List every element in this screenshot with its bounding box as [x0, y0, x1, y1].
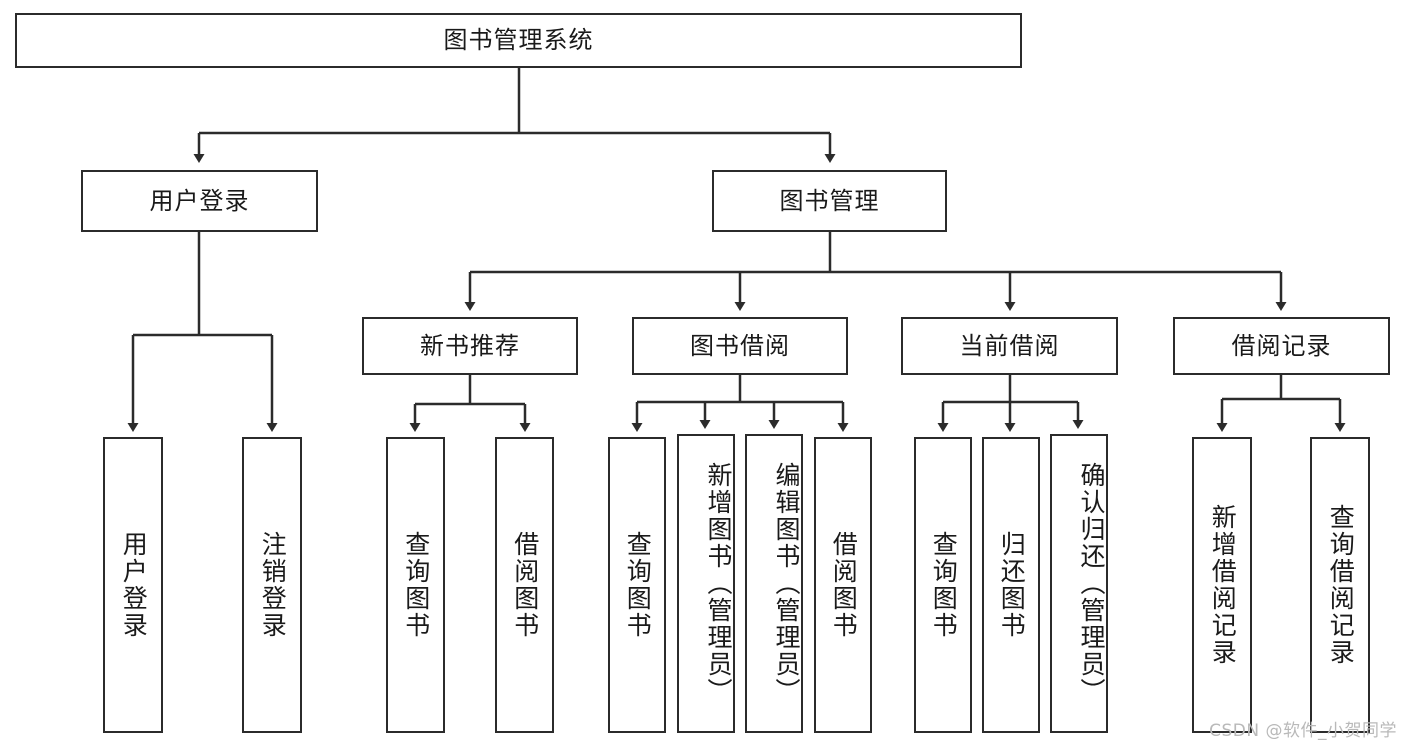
node-new-book-recommend[interactable]: 新书推荐 — [362, 317, 578, 375]
node-book-manage-label: 图书管理 — [779, 186, 880, 215]
node-leaf-logout-login[interactable]: 注销登录 — [242, 437, 302, 733]
node-leaf-query-book-2[interactable]: 查询图书 — [608, 437, 666, 733]
node-leaf-query-book-3-label: 查询图书 — [929, 531, 959, 639]
node-leaf-logout-login-label: 注销登录 — [258, 531, 288, 639]
node-leaf-query-book-3[interactable]: 查询图书 — [914, 437, 972, 733]
node-root-label: 图书管理系统 — [443, 26, 594, 55]
node-leaf-confirm-return-label: 确认归还（管理员） — [1077, 462, 1106, 705]
node-leaf-borrow-book-2-label: 借阅图书 — [829, 531, 859, 639]
node-leaf-user-login-label: 用户登录 — [119, 531, 149, 639]
node-leaf-query-borrow-record-label: 查询借阅记录 — [1326, 504, 1356, 666]
node-leaf-edit-book[interactable]: 编辑图书（管理员） — [745, 434, 803, 733]
node-leaf-query-book-1[interactable]: 查询图书 — [386, 437, 445, 733]
node-leaf-query-borrow-record[interactable]: 查询借阅记录 — [1310, 437, 1370, 733]
node-leaf-return-book[interactable]: 归还图书 — [982, 437, 1040, 733]
node-leaf-confirm-return[interactable]: 确认归还（管理员） — [1050, 434, 1108, 733]
node-user-login-label: 用户登录 — [149, 186, 250, 215]
node-leaf-borrow-book-1[interactable]: 借阅图书 — [495, 437, 554, 733]
node-leaf-return-book-label: 归还图书 — [997, 531, 1027, 639]
node-borrow-record[interactable]: 借阅记录 — [1173, 317, 1390, 375]
node-leaf-borrow-book-1-label: 借阅图书 — [510, 531, 540, 639]
node-leaf-add-borrow-record-label: 新增借阅记录 — [1208, 504, 1238, 666]
node-book-borrow-label: 图书借阅 — [690, 331, 790, 360]
node-leaf-query-book-2-label: 查询图书 — [623, 531, 653, 639]
node-leaf-query-book-1-label: 查询图书 — [401, 531, 431, 639]
node-current-borrow-label: 当前借阅 — [959, 331, 1060, 360]
csdn-watermark: CSDN @软件_小贺同学 — [1209, 721, 1397, 741]
node-leaf-borrow-book-2[interactable]: 借阅图书 — [814, 437, 872, 733]
node-leaf-add-borrow-record[interactable]: 新增借阅记录 — [1192, 437, 1252, 733]
node-book-borrow[interactable]: 图书借阅 — [632, 317, 848, 375]
node-user-login[interactable]: 用户登录 — [81, 170, 318, 232]
node-new-book-recommend-label: 新书推荐 — [420, 331, 520, 360]
node-root[interactable]: 图书管理系统 — [15, 13, 1022, 68]
node-leaf-add-book-label: 新增图书（管理员） — [704, 462, 733, 705]
node-borrow-record-label: 借阅记录 — [1231, 331, 1332, 360]
node-book-manage[interactable]: 图书管理 — [712, 170, 947, 232]
node-current-borrow[interactable]: 当前借阅 — [901, 317, 1118, 375]
node-leaf-edit-book-label: 编辑图书（管理员） — [772, 462, 801, 705]
node-leaf-user-login[interactable]: 用户登录 — [103, 437, 163, 733]
node-leaf-add-book[interactable]: 新增图书（管理员） — [677, 434, 735, 733]
